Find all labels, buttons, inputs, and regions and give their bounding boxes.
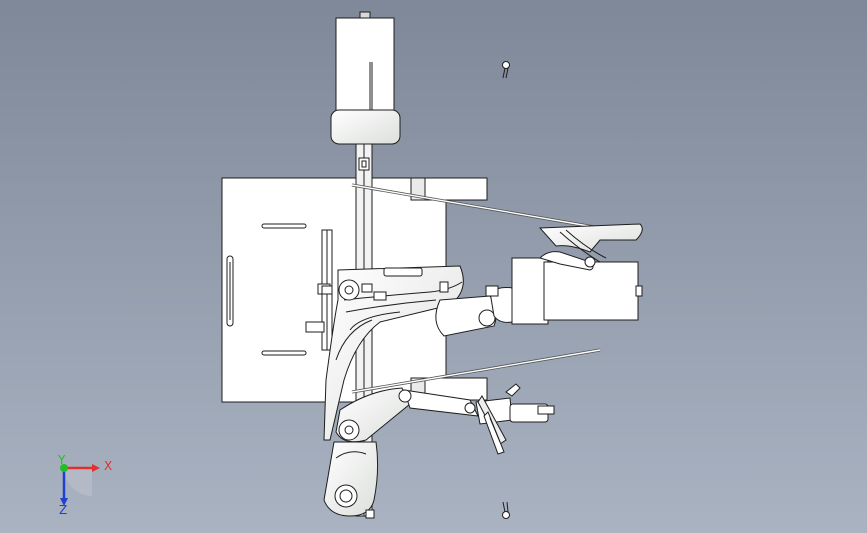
upper-arm-link[interactable] <box>435 285 513 337</box>
cable-lower <box>351 348 601 394</box>
upper-tool[interactable] <box>538 223 643 268</box>
cable-upper <box>351 183 601 230</box>
z-axis-arrowhead <box>60 498 68 506</box>
y-axis-label: Y <box>57 453 66 467</box>
axis-triad: X Y Z <box>57 453 112 517</box>
lower-arm-link[interactable] <box>335 387 479 443</box>
locating-pin-top[interactable] <box>502 61 510 79</box>
x-axis-label: X <box>104 459 112 473</box>
y-axis-dot <box>60 464 68 472</box>
lower-gripper[interactable] <box>475 383 555 455</box>
end-effector-box[interactable] <box>511 251 643 325</box>
z-axis-label: Z <box>59 503 67 517</box>
robot-body[interactable] <box>321 265 464 441</box>
bottom-motor[interactable] <box>323 441 379 519</box>
x-axis-arrowhead <box>92 464 100 472</box>
top-motor-housing[interactable] <box>330 11 401 145</box>
locating-pin-bottom[interactable] <box>502 501 510 519</box>
upper-bracket[interactable] <box>410 177 488 201</box>
